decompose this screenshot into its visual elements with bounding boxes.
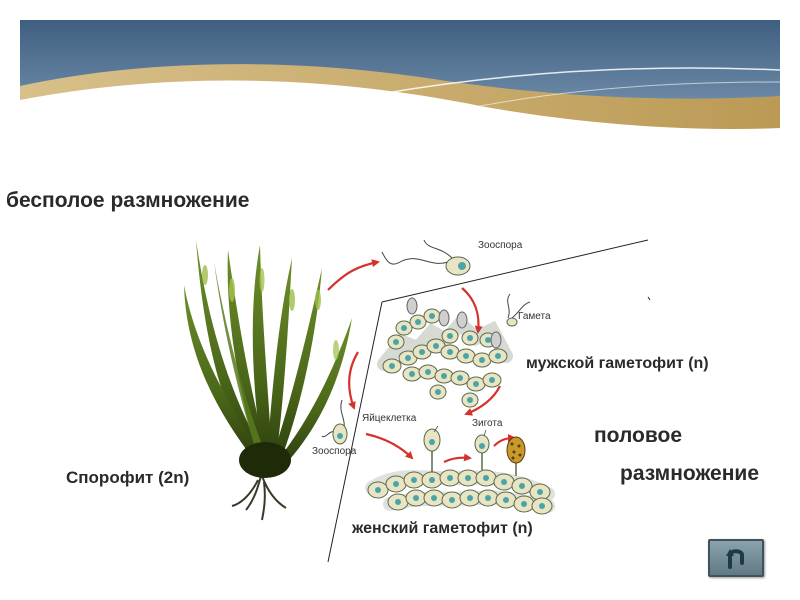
- zygote-label: Зигота: [472, 418, 503, 429]
- zoospore-top: [381, 239, 471, 276]
- return-arrow-icon: [726, 549, 744, 569]
- header-banner: [20, 20, 781, 135]
- female-gametophyte-label: женский гаметофит (n): [352, 520, 533, 537]
- zoospore-bottom: [321, 399, 348, 445]
- female-gametophyte: [365, 428, 555, 515]
- male-gametophyte-label: мужской гаметофит (n): [526, 355, 709, 372]
- sporophyte-label: Спорофит (2n): [66, 468, 190, 487]
- egg-cell-label: Яйцеклетка: [362, 413, 417, 424]
- label-pointers: [433, 425, 487, 437]
- sexual-reproduction-label-line1: половое: [594, 424, 683, 447]
- gamete: [506, 293, 531, 327]
- sporophyte-alga: [184, 240, 352, 521]
- zoospore-bottom-label: Зооспора: [312, 446, 357, 457]
- region-divider: [327, 239, 651, 563]
- return-button[interactable]: [708, 539, 764, 577]
- zoospore-top-label: Зооспора: [478, 240, 523, 251]
- male-gametophyte: [377, 297, 513, 408]
- asexual-reproduction-label: бесполое размножение: [6, 189, 250, 212]
- sexual-reproduction-label-line2: размножение: [620, 462, 760, 485]
- gamete-label: Гамета: [518, 311, 551, 322]
